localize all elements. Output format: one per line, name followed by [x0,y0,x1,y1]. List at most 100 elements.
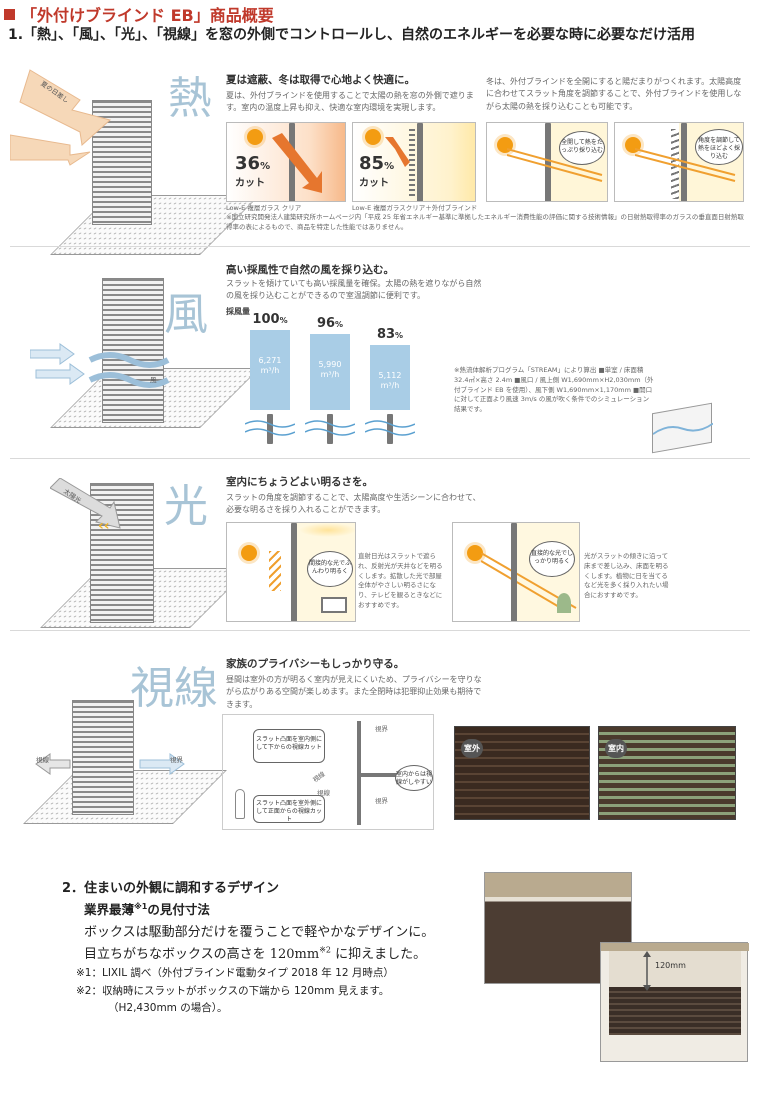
plant-icon [557,593,571,613]
blind-slats-icon [671,129,679,199]
sight-kanji: 視線 [130,663,218,714]
title-square-icon [4,9,15,20]
wind-flow-icon [365,420,415,436]
wind-bar-chart: 6,271 m³/h 100% 5,990 m³/h 96% 5,112 m³/h 83% [240,310,440,445]
section-title: 「外付けブラインド EB」商品概要 [4,2,274,26]
heat-text-summer: 夏は、外付ブラインドを使用することで太陽の熱を窓の外側で遮ります。室内の温度上昇… [226,91,474,113]
person-icon [235,789,245,819]
heat-rays-icon [635,148,736,182]
wind-bar-value-label: 6,271 m³/h [258,356,282,376]
light-text-indirect: 直射日光はスラットで遮られ、反射光が天井などを明るくします。拡散した光で部屋全体… [358,552,443,609]
window-frame-icon [291,523,297,621]
diag-view-1: 視界 [375,725,388,733]
wind-bar-percent-label: 83% [376,326,404,342]
sight-label-right: 視界 [170,756,183,764]
point-1-heading: 1.「熱」、「風」、「光」、「視線」を窓の外側でコントロールし、自然のエネルギー… [8,27,696,43]
window-frame-icon [545,123,551,201]
heat-text-winter: 冬は、外付ブラインドを全開にすると陽だまりがつくれます。太陽高度に合わせてスラッ… [486,77,742,111]
sight-illustration: 視線 視界 [10,700,227,830]
window-frame-icon [327,414,333,444]
wind-bar-value-label: 5,112 m³/h [378,370,402,391]
photo-tag-interior: 室内 [605,739,627,758]
design-line-2: 目立ちがちなボックスの高さを 120mm※2 に抑えました。 [84,945,427,962]
wind-label: 風 [150,376,157,384]
window-frame-icon [267,414,273,444]
heat-illustration: 夏の日差し [10,60,260,255]
design-note-2b: （H2,430mm の場合）。 [108,1002,228,1014]
wind-heading: 高い採風性で自然の風を採り込む。 [226,264,394,276]
sun-arrow-icon [10,69,112,166]
room-airflow-icon [652,402,714,454]
heat-rays-icon [507,148,603,182]
wind-note: ※熱流体解析プログラム「STREAM」により算出 ■単室 / 床面積 32.4㎡… [454,366,654,413]
heat-panel-low-e: 36% カット [226,122,346,202]
window-frame-icon [387,414,393,444]
light-illustration: 太陽光 ‹‹ [10,468,250,628]
wind-axis-label: 採風量 [226,307,250,316]
heat-panel2-caption: Low-E 複層ガラスクリア＋外付ブラインド [352,204,478,212]
wind-illustration: 風 [10,278,260,438]
diag-sight-1: 視線 [311,770,327,785]
wind-arrows-icon [30,343,170,388]
light-kanji: 光 [164,481,208,532]
design-note-1: ※1：LIXIL 調べ（外付ブラインド電動タイプ 2018 年 12 月時点） [76,967,394,979]
light-panel-direct: 直接的な光でしっかり明るく [452,522,580,622]
light-panel-indirect: 間接的な光でふんわり明るく [226,522,356,622]
wind-bar-percent-label: 96% [316,315,344,331]
photo-exterior: 室外 [454,726,590,820]
heat-arrow-icon [272,133,322,193]
wind-flow-icon [245,420,295,436]
design-subheading: 業界最薄※1の見付寸法 [84,901,210,917]
design-section: 2．住まいの外観に調和するデザイン 業界最薄※1の見付寸法 ボックスは駆動部分だ… [62,877,434,1015]
window-frame-icon [511,523,517,621]
divider [10,630,750,631]
tv-icon [321,597,347,613]
callout-direct: 直接的な光でしっかり明るく [529,541,575,577]
sight-text: 昼間は室外の方が明るく室内が見えにくいため、プライバシーを守りながら広がりある空… [226,675,482,709]
heat-note: ※国立研究開発法人建築研究所ホームページ内「平成 25 年省エネルギー基準に準拠… [226,213,744,231]
dimension-arrow-icon [643,951,651,991]
diag-sight-2: 視線 [317,789,330,797]
wind-text: スラットを傾けていても高い採風量を確保。太陽の熱を遮りながら自然の風を採り込むこ… [226,279,482,301]
sight-arrows-icon [35,753,185,775]
design-line-1: ボックスは駆動部分だけを覆うことで軽やかなデザインに。 [84,925,435,940]
dimension-label: 120mm [655,961,686,970]
design-heading: 2．住まいの外観に調和するデザイン [62,881,280,896]
callout-cut-below: スラット凸面を室内側にして下からの視線カット [253,729,325,763]
sun-icon [467,545,483,561]
callout-angle: 角度を調節して熱をほどよく採り込む [695,129,743,165]
heat-arrow-icon [385,137,410,167]
photo-tag-exterior: 室外 [461,739,483,758]
heat-panel-blind: 85% カット [352,122,476,202]
sight-label-left: 視線 [36,756,49,764]
callout-inside-view: 室内からは視線がしやすい [395,765,433,791]
light-text: スラットの角度を調節することで、太陽高度や生活シーンに合わせて、必要な明るさを採… [226,493,481,515]
wind-bar-value-label: 5,990 m³/h [318,359,342,379]
sunlight-arrow-icon [50,478,121,529]
box-photo-front: 120mm [600,942,749,1062]
diag-view-2: 視界 [375,797,388,805]
wind-bar [310,333,350,410]
heat-pct-85: 85% カット [359,153,395,189]
heat-panel1-caption: Low-E 複層ガラス クリア [226,204,302,212]
light-text-direct: 光がスラットの傾きに沿って床まで差し込み、床面を明るくします。植物に日を当てるな… [584,552,669,599]
callout-full-open: 全開して熱をたっぷり採り込む [559,131,605,165]
blind-slats-icon [409,129,415,199]
heat-pct-36: 36% カット [235,153,271,189]
callout-indirect: 間接的な光でふんわり明るく [307,551,353,587]
wind-kanji: 風 [164,289,208,340]
sight-heading: 家族のプライバシーもしっかり守る。 [226,658,405,670]
design-note-2: ※2：収納時にスラットがボックスの下端から 120mm 見えます。 [76,985,390,997]
window-frame-icon [417,123,423,201]
blind-icon [72,700,134,815]
sight-diagram: スラット凸面を室内側にして下からの視線カット スラット凸面を室外側にして正面から… [222,714,434,830]
wind-bar [370,344,410,410]
heat-panel-winter-open: 全開して熱をたっぷり採り込む [486,122,608,202]
wind-bar-percent-label: 100% [252,312,288,327]
wind-flow-icon [305,420,355,436]
light-heading: 室内にちょうどよい明るさを。 [226,476,373,488]
divider [10,458,750,459]
sun-icon [247,129,263,145]
heat-heading: 夏は遮蔽、冬は取得で心地よく快適に。 [226,74,415,86]
blind-icon [102,278,164,423]
